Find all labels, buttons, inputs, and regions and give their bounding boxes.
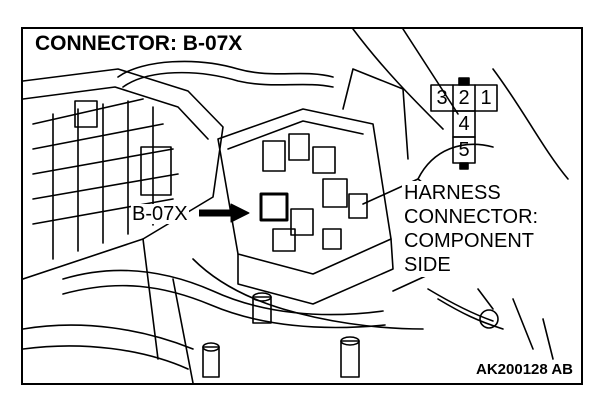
lower-pipe-edge — [62, 284, 386, 329]
stud-1-top — [252, 292, 272, 302]
harness-label-line: HARNESS — [404, 182, 501, 204]
connector-key — [459, 162, 469, 170]
page-title: CONNECTOR: B-07X — [33, 32, 245, 55]
harness-connector-label: HARNESS CONNECTOR: COMPONENT SIDE — [402, 181, 541, 277]
housing-grid — [52, 100, 154, 260]
upper-hose-lower-edge — [122, 71, 334, 88]
harness-label-line: CONNECTOR: — [404, 206, 539, 228]
relay-5 — [348, 193, 368, 219]
stud-3 — [340, 340, 360, 378]
relay-3 — [312, 146, 336, 174]
engine-bay-illustration — [23, 29, 569, 383]
lower-left-edges — [142, 238, 194, 383]
relay-1 — [262, 140, 286, 172]
upper-hose — [117, 60, 334, 78]
stud-3-top — [340, 336, 360, 346]
pin-label: 4 — [458, 113, 470, 135]
stud-2-top — [202, 342, 220, 352]
wiring-harness — [192, 258, 424, 330]
connector-callout-label: B-07X — [131, 203, 189, 225]
pin-label: 5 — [458, 139, 470, 161]
lower-left-lines — [23, 324, 194, 370]
pin-label: 3 — [436, 87, 448, 109]
shroud-lines — [352, 29, 569, 180]
arrow-right-icon — [199, 203, 250, 223]
target-connector — [259, 192, 289, 222]
stud-2 — [202, 346, 220, 378]
relay-2 — [288, 133, 310, 161]
lower-right-cable — [427, 288, 504, 330]
relay-box-base — [237, 238, 394, 305]
stud-1 — [252, 296, 272, 324]
lower-pipe — [62, 269, 384, 316]
bolt-right — [479, 309, 499, 329]
shroud-bracket — [342, 68, 409, 160]
side-pipe — [417, 143, 494, 180]
harness-label-line: SIDE — [404, 254, 451, 276]
pin-label: 2 — [458, 87, 470, 109]
housing-clip — [74, 100, 98, 128]
relay-4 — [322, 178, 348, 208]
relay-8 — [322, 228, 342, 250]
harness-label-line: COMPONENT — [404, 230, 534, 252]
diagram-frame: CONNECTOR: B-07X B-07X 3 2 1 4 5 HARNESS… — [21, 27, 583, 385]
connector-face-diagram — [430, 77, 498, 170]
lower-right-lines — [477, 288, 554, 360]
housing-bracket — [140, 146, 172, 196]
relay-6 — [290, 208, 314, 236]
figure-code: AK200128 AB — [474, 361, 575, 378]
pin-label: 1 — [480, 87, 492, 109]
housing-edge — [23, 86, 209, 140]
relay-box-rim — [227, 120, 364, 150]
connector-lock-tab — [458, 77, 470, 86]
relay-7 — [272, 228, 296, 252]
